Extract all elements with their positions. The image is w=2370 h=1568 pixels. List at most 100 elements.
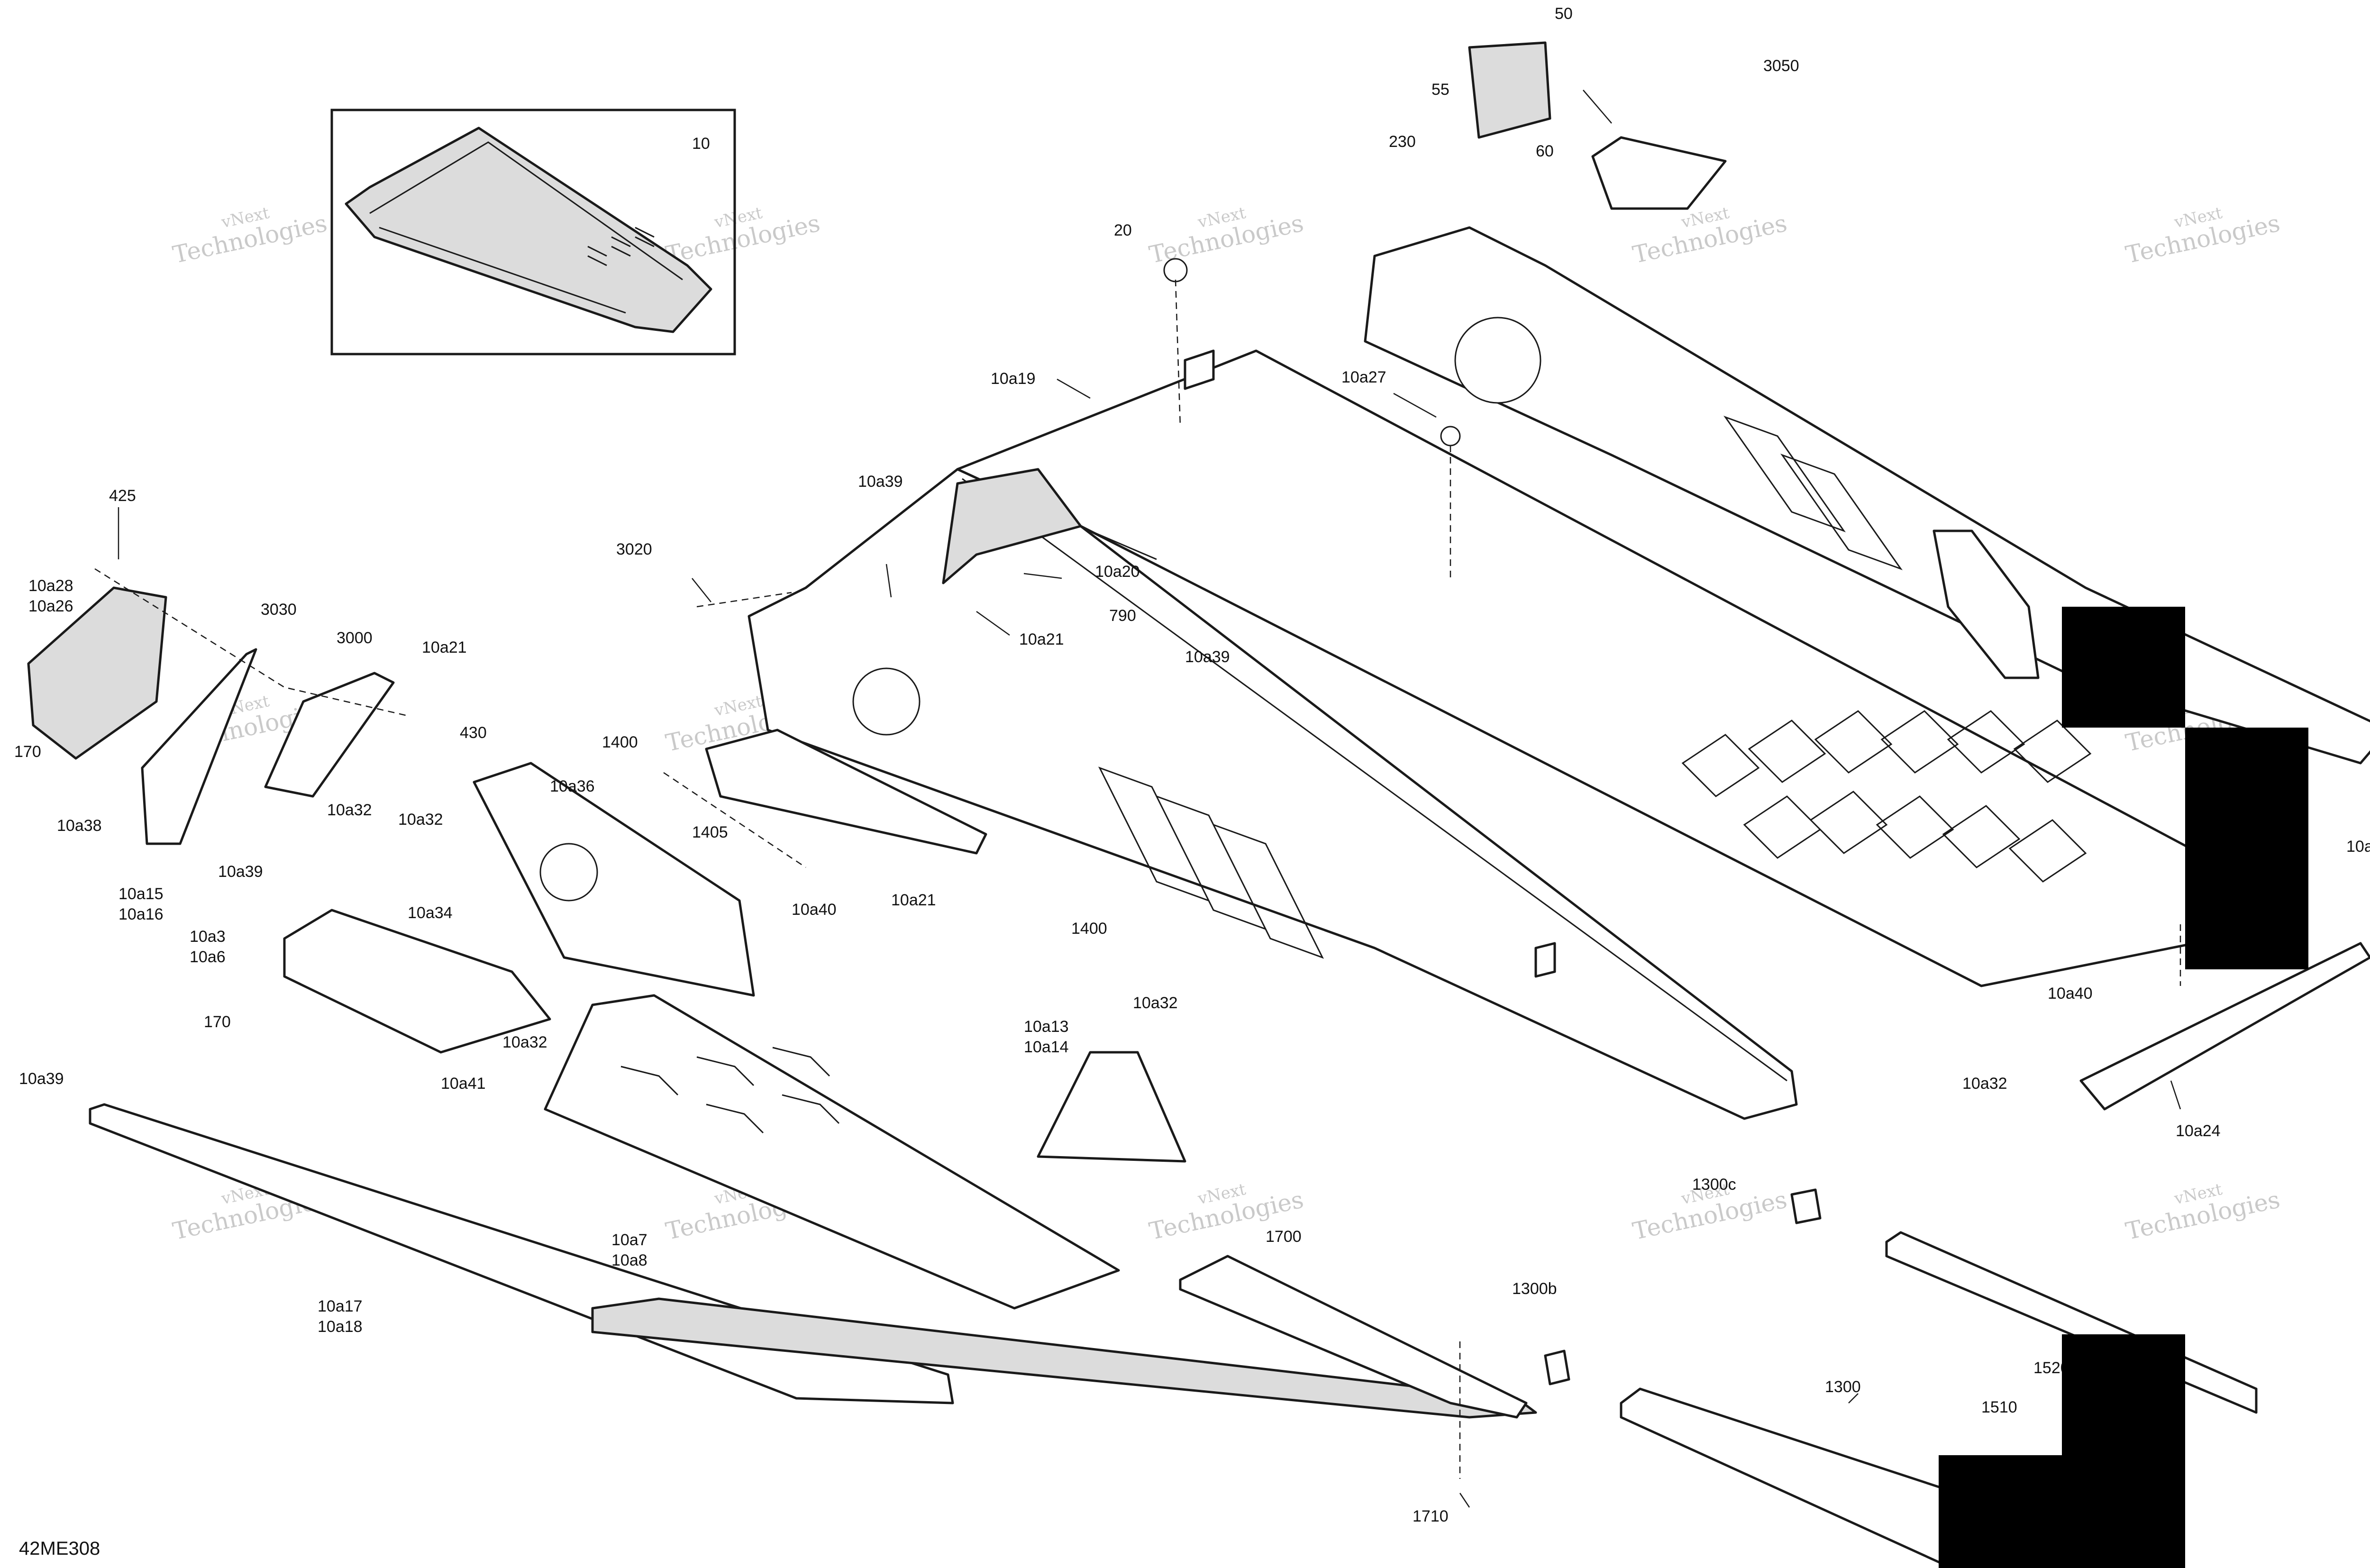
callout-10a32: 10a32	[398, 811, 443, 829]
callout-230: 230	[1389, 133, 1416, 151]
tunnel-right-hole	[1454, 317, 1541, 404]
gusset-bracket	[1037, 1051, 1186, 1163]
inset-frame-assembly: 10	[330, 109, 736, 356]
callout-3030: 3030	[261, 601, 297, 619]
callout-10a3: 10a3	[190, 928, 226, 946]
callout-55: 55	[1431, 81, 1449, 99]
assembly-line	[1175, 279, 1181, 427]
clip	[1544, 1349, 1570, 1386]
figure-code: 42ME308	[19, 1538, 100, 1559]
fill-neck	[1184, 349, 1215, 390]
callout-60: 60	[1536, 142, 1554, 160]
assembly-line	[663, 772, 806, 868]
callout-10a14: 10a14	[1024, 1038, 1069, 1056]
callout-790: 790	[1109, 607, 1136, 625]
callout-10a32: 10a32	[327, 801, 372, 819]
grommet	[1440, 426, 1461, 447]
left-suspension-plate	[473, 762, 755, 997]
running-board-grip	[591, 1297, 1537, 1419]
inset-border	[330, 109, 736, 356]
hardware	[1163, 41, 1822, 1386]
callout-10a32: 10a32	[1962, 1075, 2007, 1093]
rear-hook-bracket	[1591, 136, 1727, 210]
redaction-block	[2185, 728, 2308, 969]
leader-line	[1393, 392, 1437, 418]
rear-cross-rail	[2079, 942, 2370, 1111]
watermark: vNext Technologies	[663, 203, 822, 269]
rear-extension-rail	[1620, 1387, 1992, 1566]
watermark: vNext Technologies	[2123, 203, 2282, 269]
callout-10a21: 10a21	[422, 638, 467, 656]
assembly-line	[696, 592, 792, 608]
callout-10a28: 10a28	[28, 577, 73, 595]
callout-10a41: 10a41	[441, 1075, 486, 1093]
callout-1405: 1405	[692, 823, 728, 841]
leader-line	[976, 611, 1010, 636]
rails	[89, 942, 2370, 1566]
callout-10a21: 10a21	[891, 891, 936, 909]
tunnel-edges	[962, 478, 1982, 1082]
inset-frame-detail	[369, 141, 683, 314]
callout-10a39: 10a39	[1185, 648, 1230, 666]
tunnel-cooler-slots	[1681, 710, 2092, 883]
leader-lines	[118, 90, 2181, 1508]
callout-170: 170	[204, 1013, 231, 1031]
foot-board-slots	[620, 1047, 840, 1134]
tunnel-rear-bracket	[1932, 529, 2040, 679]
redaction-block	[1939, 1455, 2185, 1568]
callout-10a6: 10a6	[190, 948, 226, 966]
callout-10a40: 10a40	[2346, 838, 2370, 856]
grommet	[1163, 258, 1188, 283]
callout-10a20: 10a20	[1095, 563, 1140, 581]
callout-10a7: 10a7	[611, 1231, 647, 1249]
callout-10a16: 10a16	[118, 905, 164, 923]
callout-1300c: 1300c	[1692, 1176, 1736, 1194]
steering-bracket	[264, 672, 395, 798]
callout-10a17: 10a17	[318, 1297, 363, 1315]
clip	[1534, 942, 1556, 978]
heat-shield	[1468, 41, 1551, 139]
leader-line	[1057, 378, 1091, 399]
leader-line	[1023, 573, 1062, 579]
callout-10a32: 10a32	[1133, 994, 1178, 1012]
redaction-block	[2062, 1334, 2185, 1455]
callout-1300: 1300	[1825, 1378, 1861, 1396]
callout-50: 50	[1555, 5, 1573, 23]
leader-line	[1848, 1393, 1859, 1404]
assembly-line	[94, 568, 408, 717]
callout-10a13: 10a13	[1024, 1018, 1069, 1036]
callout-10a15: 10a15	[118, 885, 164, 903]
watermark: vNext Technologies	[170, 203, 329, 269]
inner-plate	[705, 729, 987, 855]
callout-1700: 1700	[1266, 1228, 1302, 1246]
callout-425: 425	[109, 487, 136, 505]
callout-10a39: 10a39	[218, 863, 263, 881]
callout-3000: 3000	[337, 629, 373, 647]
callout-10a27: 10a27	[1341, 368, 1386, 386]
inset-frame-drawing	[345, 127, 712, 333]
callout-1510: 1510	[1981, 1398, 2017, 1416]
callout-10a34: 10a34	[408, 904, 453, 922]
callout-20: 20	[1114, 221, 1132, 239]
callout-1400: 1400	[1071, 920, 1107, 938]
callout-10a40: 10a40	[2048, 985, 2093, 1003]
callout-10a39: 10a39	[19, 1070, 64, 1088]
redaction-blocks	[1939, 607, 2308, 1568]
callout-10: 10	[692, 135, 710, 153]
callout-3020: 3020	[616, 540, 652, 558]
callout-10a39: 10a39	[858, 473, 903, 491]
callout-10a21: 10a21	[1019, 630, 1064, 648]
callout-10a24: 10a24	[2176, 1122, 2221, 1140]
tunnel-side-hole	[852, 667, 921, 736]
front-plates	[27, 586, 1186, 1310]
side-cover-plate	[27, 586, 167, 760]
tunnel-front-bracket	[942, 468, 1082, 584]
front-strut	[141, 648, 257, 845]
callout-430: 430	[460, 724, 487, 742]
leader-line	[885, 564, 892, 598]
callout-10a36: 10a36	[550, 777, 595, 795]
callouts: 10a28 10a26 425 170 10a38 10a15 10a16 30…	[14, 5, 2370, 1525]
leader-line	[692, 578, 711, 602]
left-plate-hole	[539, 843, 598, 902]
